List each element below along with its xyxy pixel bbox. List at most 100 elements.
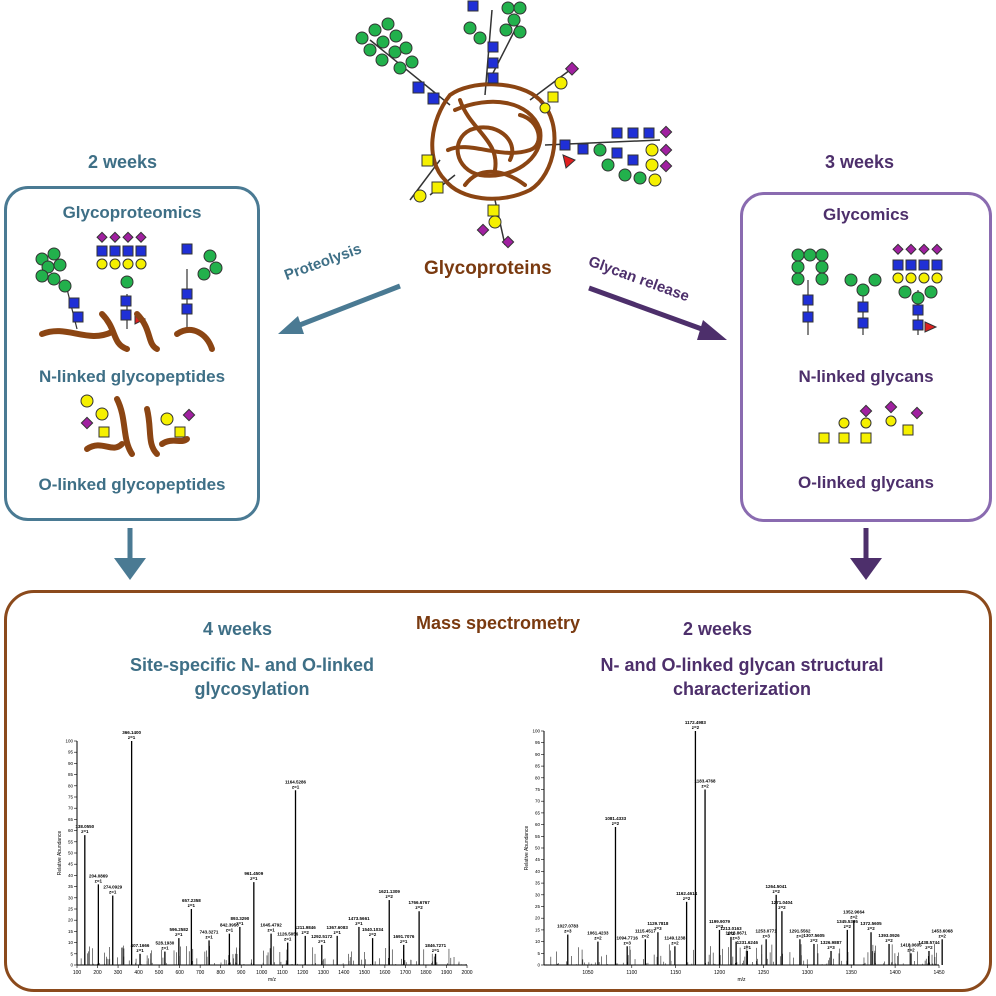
glycomics-title: Glycomics [823,205,909,224]
peak-label: 1271.0404 [771,900,793,905]
ms-left-title-2: glycosylation [194,679,310,699]
peak-charge-label: z=1 [81,829,89,834]
ms-left-title-1: Site-specific N- and O-linked [129,655,375,675]
peak-charge-label: z=1 [188,903,196,908]
peak-label: 1199.9079 [709,919,731,924]
y-tick-label: 50 [68,851,74,856]
peak-label: 1453.6068 [932,928,954,933]
peak-label: 1045.4792 [260,923,282,928]
ms-left-duration: 4 weeks [203,619,273,639]
y-tick-label: 45 [68,862,74,867]
peak-charge-label: z=1 [318,939,326,944]
protein-backbone-icon [430,82,557,201]
proteolysis-label: Proteolysis [282,240,364,284]
left-down-arrow [114,528,146,580]
peak-charge-label: z=2 [415,905,423,910]
peak-charge-label: z=2 [369,932,377,937]
peak-charge-label: z=2 [701,784,709,789]
o-glycans-icon [818,400,924,444]
peak-charge-label: z=2 [671,940,679,945]
peak-charge-label: z=1 [267,928,275,933]
peak-charge-label: z=3 [564,929,572,934]
x-tick-label: 1150 [670,970,681,976]
peak-charge-label: z=1 [432,948,440,953]
proteolysis-arrow [278,283,401,334]
peak-label: 274.0929 [103,885,122,890]
y-tick-label: 40 [68,873,74,878]
peak-charge-label: z=2 [727,931,735,936]
peak-label: 407.1666 [131,943,150,948]
n-glycan-upper-left [355,17,440,105]
peak-charge-label: z=2 [778,905,786,910]
peak-charge-label: z=2 [850,915,858,920]
baseline-noise [544,944,937,965]
peak-label: 1183.4768 [695,779,717,784]
n-glycopeptides-icon [35,231,223,352]
peak-label: 1213.0163 [720,926,742,931]
y-tick-label: 75 [535,787,541,792]
x-tick-label: 500 [155,970,164,976]
peak-charge-label: z=3 [654,926,662,931]
peak-label: 1126.5056 [277,932,299,937]
peak-label: 366.1400 [122,730,141,735]
peak-label: 528.1930 [156,941,175,946]
peak-charge-label: z=2 [844,924,852,929]
peak-charge-label: z=2 [925,945,933,950]
peak-label: 1129.7818 [647,921,669,926]
n-glycan-top [463,0,527,84]
x-tick-label: 1200 [297,970,308,976]
y-tick-label: 95 [68,750,74,755]
x-tick-label: 400 [134,970,143,976]
x-tick-label: 100 [73,970,82,976]
y-tick-label: 55 [535,834,541,839]
peak-charge-label: z=1 [355,921,363,926]
o-glycopeptides-label: O-linked glycopeptides [38,475,226,494]
peak-label: 1172.4983 [685,720,707,725]
peak-charge-label: z=3 [732,936,740,941]
peak-charge-label: z=1 [109,890,117,895]
x-tick-label: 800 [217,970,226,976]
y-tick-label: 80 [535,775,541,780]
x-axis-label: m/z [268,977,277,983]
y-tick-label: 60 [535,822,541,827]
y-tick-label: 100 [65,739,73,744]
y-tick-label: 5 [70,951,73,956]
x-tick-label: 200 [93,970,102,976]
x-tick-label: 1800 [420,970,431,976]
y-tick-label: 15 [535,927,541,932]
y-tick-label: 50 [535,846,541,851]
peak-label: 1061.4233 [587,931,609,936]
x-tick-label: 1350 [846,970,857,976]
x-tick-label: 300 [114,970,123,976]
right-duration: 3 weeks [825,152,895,172]
o-glycans-label: O-linked glycans [797,473,935,492]
y-tick-label: 45 [535,857,541,862]
peak-label: 1253.0771 [756,928,778,933]
x-tick-label: 1250 [758,970,769,976]
n-glycans-icon [791,243,943,335]
x-tick-label: 1700 [400,970,411,976]
x-tick-label: 900 [237,970,246,976]
peak-label: 1164.5286 [285,779,307,784]
ms-right-title-2: characterization [672,679,812,699]
peak-charge-label: z=2 [642,933,650,938]
peak-charge-label: z=2 [796,933,804,938]
x-tick-label: 1600 [379,970,390,976]
glycoprotein-illustration [355,0,673,249]
peak-label: 1094.7716 [617,935,639,940]
peak-charge-label: z=2 [810,938,818,943]
y-tick-label: 35 [535,881,541,886]
peak-charge-label: z=1 [400,939,408,944]
y-tick-label: 85 [535,764,541,769]
y-tick-label: 10 [535,939,541,944]
peak-label: 1418.0605 [900,942,922,947]
x-tick-label: 1400 [890,970,901,976]
x-tick-label: 1200 [714,970,725,976]
peak-charge-label: z=3 [762,933,770,938]
y-tick-label: 80 [68,783,74,788]
peak-label: 1326.9887 [820,940,842,945]
peak-charge-label: z=1 [333,930,341,935]
peak-label: 1367.6083 [327,925,349,930]
ms-right-title-1: N- and O-linked glycan structural [600,655,884,675]
y-tick-label: 65 [535,810,541,815]
